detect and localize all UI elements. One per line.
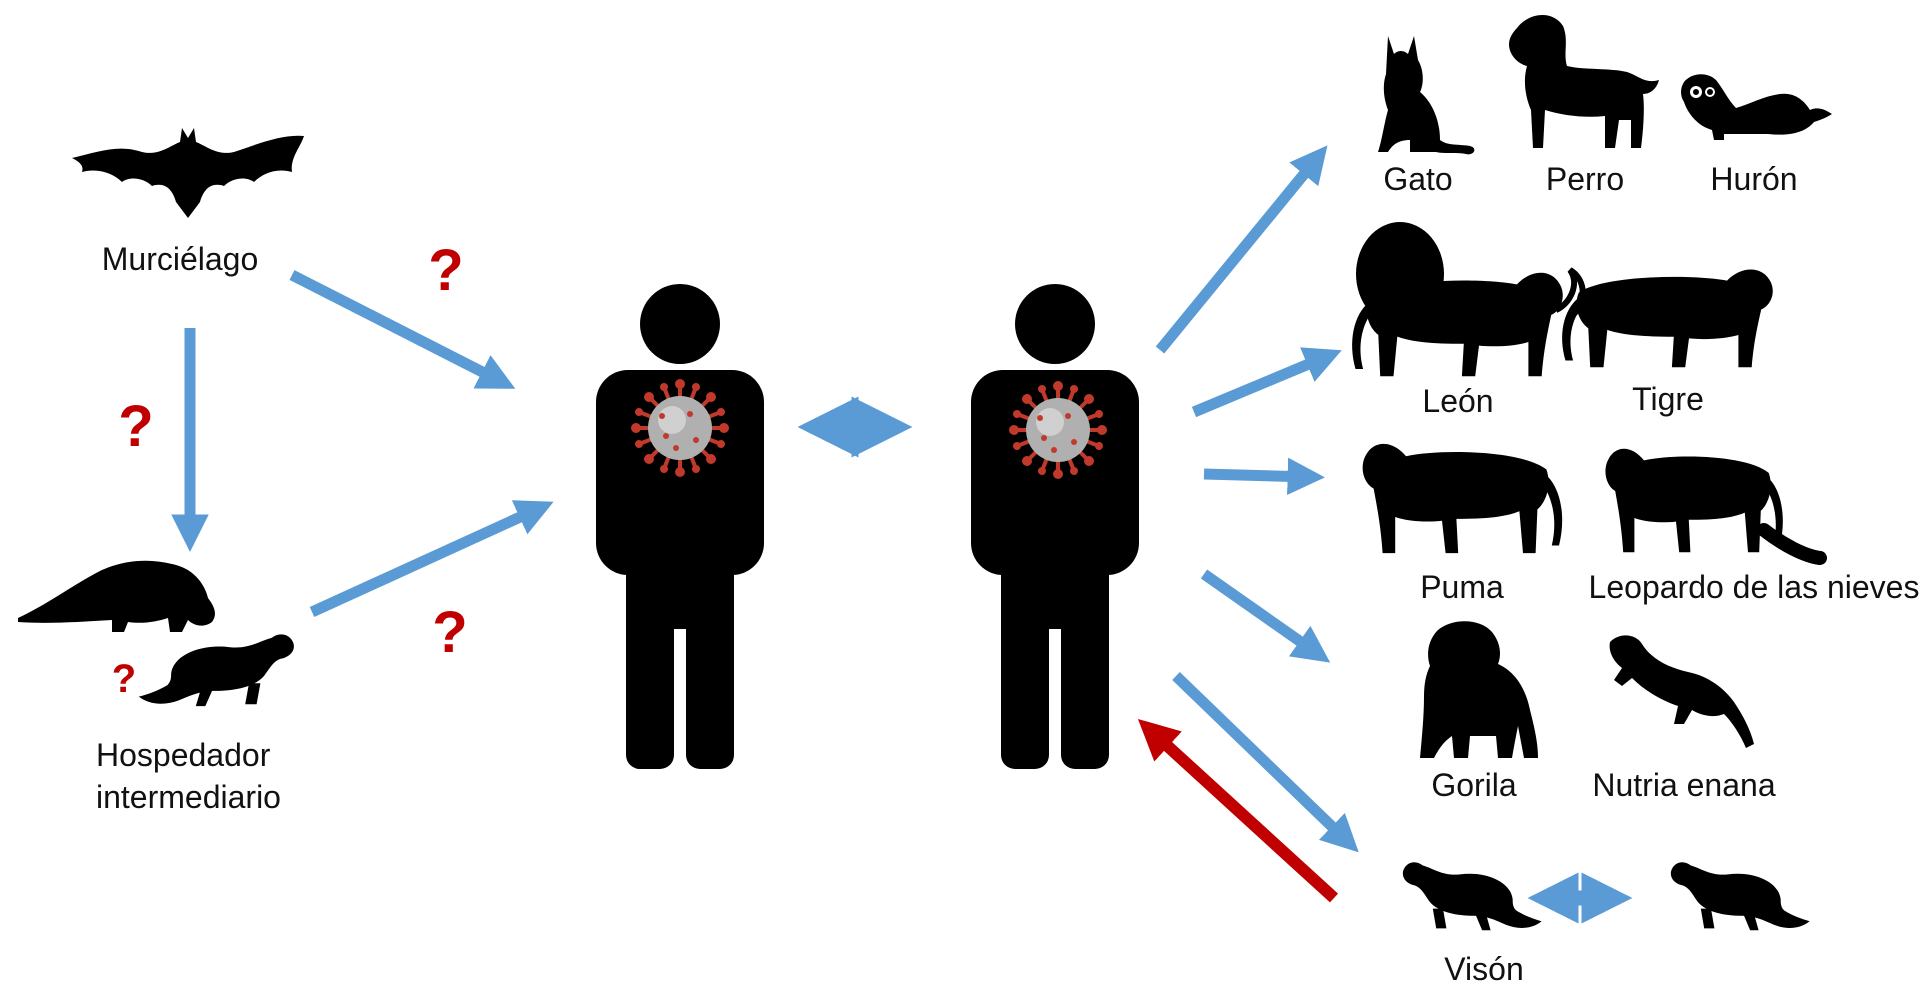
label-ferret: Hurón xyxy=(1710,161,1797,197)
snow-leopard-silhouette-icon xyxy=(1605,448,1827,565)
label-intermediate-line2: intermediario xyxy=(96,779,281,815)
label-puma: Puma xyxy=(1420,569,1504,605)
label-bat: Murciélago xyxy=(102,241,259,277)
arrow-bat-to-human xyxy=(289,270,516,389)
human-silhouette-icon-right xyxy=(971,284,1139,769)
mink-silhouette-icon-left xyxy=(1402,862,1542,931)
label-gorilla: Gorila xyxy=(1431,767,1517,803)
otter-silhouette-icon xyxy=(1609,635,1754,748)
arrow-human-to-mink xyxy=(1172,672,1359,853)
label-otter: Nutria enana xyxy=(1592,767,1775,803)
arrow-human-to-puma-leopard xyxy=(1203,457,1325,496)
label-cat: Gato xyxy=(1383,161,1452,197)
label-intermediate-line1: Hospedador xyxy=(96,737,271,773)
arrow-intermediate-to-human xyxy=(309,500,554,618)
dog-silhouette-icon xyxy=(1509,14,1659,148)
arrow-human-to-gorilla-otter xyxy=(1200,569,1331,663)
arrow-human-to-pets xyxy=(1155,145,1328,354)
mustelid-silhouette-icon xyxy=(138,634,294,707)
label-lion: León xyxy=(1422,383,1493,419)
arrows xyxy=(171,145,1633,924)
ferret-silhouette-icon xyxy=(1681,74,1832,140)
question-mark-bat-human: ? xyxy=(428,238,463,303)
puma-silhouette-icon xyxy=(1362,443,1563,554)
label-snow-leopard: Leopardo de las nieves xyxy=(1589,569,1920,605)
arrow-human-to-lion-tiger xyxy=(1191,347,1342,418)
gorilla-silhouette-icon xyxy=(1420,621,1538,758)
coronavirus-icon-left xyxy=(629,377,731,479)
label-mink: Visón xyxy=(1444,951,1523,987)
label-tiger: Tigre xyxy=(1632,381,1704,417)
lion-silhouette-icon xyxy=(1352,222,1586,377)
question-mark-intermediate-small: ? xyxy=(112,657,136,701)
human-silhouette-icon-left xyxy=(596,284,764,769)
arrow-mink-to-human xyxy=(1137,718,1339,903)
question-mark-intermediate-human: ? xyxy=(432,600,467,665)
bat-silhouette-icon xyxy=(72,128,304,218)
pangolin-silhouette-icon xyxy=(18,560,215,632)
tiger-silhouette-icon xyxy=(1562,269,1773,368)
mink-silhouette-icon-right xyxy=(1670,862,1810,931)
cat-silhouette-icon xyxy=(1378,36,1475,155)
question-mark-bat-intermediate: ? xyxy=(118,394,153,459)
coronavirus-icon-right xyxy=(1007,379,1109,481)
label-dog: Perro xyxy=(1546,161,1624,197)
